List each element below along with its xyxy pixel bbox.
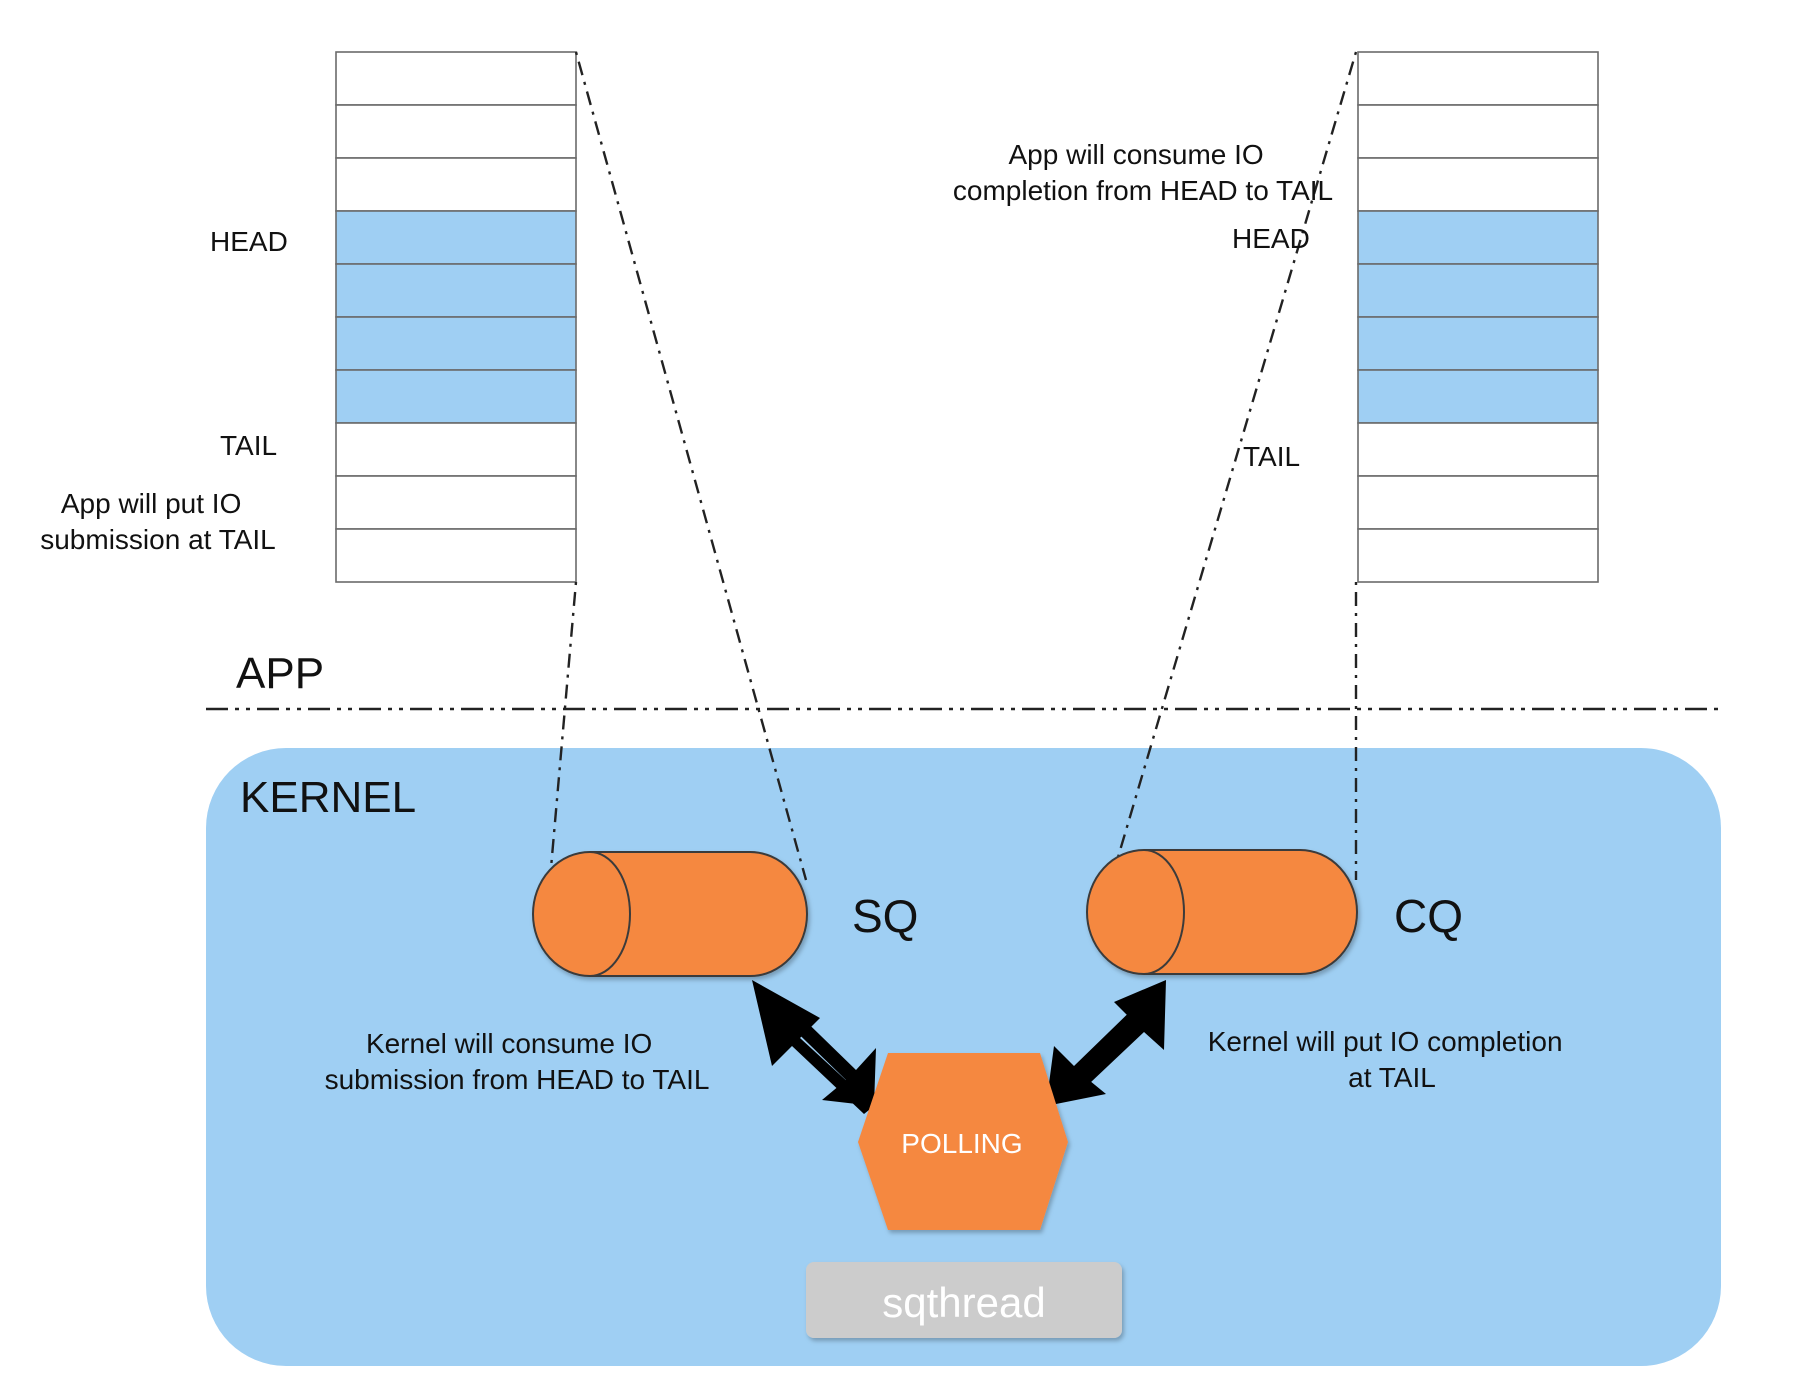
app-put-note: App will put IO submission at TAIL [40, 488, 276, 555]
projection-lines [544, 51, 1358, 926]
sq-slot-1 [335, 104, 577, 159]
cq-slot-5 [1357, 316, 1599, 371]
kernel-put-note-line1: Kernel will put IO completion [1208, 1026, 1563, 1057]
cq-slot-7 [1357, 422, 1599, 477]
kernel-put-note: Kernel will put IO completion at TAIL [1208, 1026, 1571, 1093]
kernel-put-note-line2: at TAIL [1348, 1062, 1436, 1093]
cq-projection-top [1096, 51, 1358, 926]
sq-slot-5 [335, 316, 577, 371]
sqthread-label: sqthread [882, 1279, 1045, 1326]
sq-slot-2 [335, 157, 577, 212]
cq-tail-label: TAIL [1243, 441, 1300, 472]
app-consume-note: App will consume IO completion from HEAD… [953, 139, 1333, 206]
app-label: APP [236, 649, 324, 698]
cq-slot-1 [1357, 104, 1599, 159]
cq-slot-8 [1357, 475, 1599, 530]
sq-head-label: HEAD [210, 226, 288, 257]
sq-slot-7 [335, 422, 577, 477]
app-consume-note-line1: App will consume IO [1009, 139, 1264, 170]
sq-tail-label: TAIL [220, 430, 277, 461]
sq-slot-0 [335, 51, 577, 106]
sq-slot-3 [335, 210, 577, 265]
cq-ring-buffer [1357, 51, 1599, 583]
cq-polling-arrow [1046, 980, 1166, 1106]
kernel-consume-note-line2: submission from HEAD to TAIL [325, 1064, 710, 1095]
app-consume-note-line2: completion from HEAD to TAIL [953, 175, 1333, 206]
sq-projection-bottom [544, 581, 578, 926]
cq-slot-3 [1357, 210, 1599, 265]
kernel-label: KERNEL [240, 773, 416, 822]
cq-head-label: HEAD [1232, 223, 1310, 254]
sq-projection-top [574, 51, 808, 881]
sq-slot-4 [335, 263, 577, 318]
cq-slot-9 [1357, 528, 1599, 583]
app-put-note-line2: submission at TAIL [40, 524, 276, 555]
cq-slot-4 [1357, 263, 1599, 318]
kernel-consume-note: Kernel will consume IO submission from H… [325, 1028, 710, 1095]
sq-label: SQ [852, 890, 918, 942]
sqthread-box [806, 1262, 1122, 1338]
sq-ring-buffer [335, 51, 577, 583]
polling-hexagon [858, 1053, 1068, 1230]
cq-slot-0 [1357, 51, 1599, 106]
cq-cylinder [1086, 849, 1358, 975]
sq-polling-arrow [752, 980, 876, 1114]
sq-slot-6 [335, 369, 577, 424]
sq-slot-8 [335, 475, 577, 530]
cq-slot-2 [1357, 157, 1599, 212]
sq-cylinder [532, 851, 808, 977]
sq-slot-9 [335, 528, 577, 583]
app-put-note-line1: App will put IO [61, 488, 242, 519]
cq-label: CQ [1394, 890, 1463, 942]
cq-slot-6 [1357, 369, 1599, 424]
kernel-consume-note-line1: Kernel will consume IO [366, 1028, 652, 1059]
polling-label: POLLING [901, 1128, 1022, 1159]
